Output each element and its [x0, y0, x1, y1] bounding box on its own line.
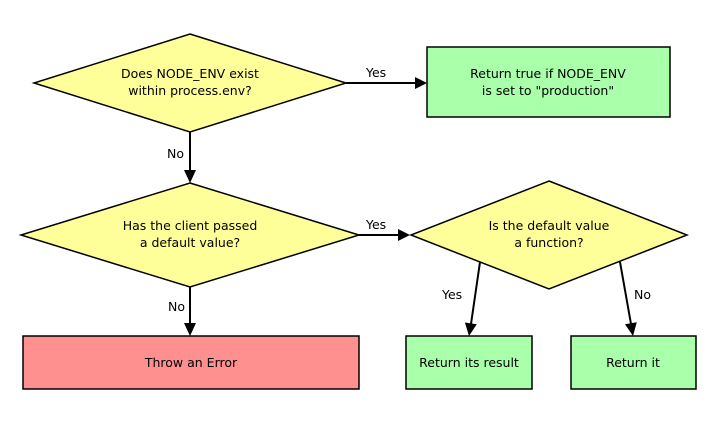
decision-node-is-function: Is the default value a function?	[408, 180, 690, 290]
result-node-throw-error-label: Throw an Error	[144, 355, 238, 370]
decision-node-default-passed-line2: a default value?	[140, 235, 240, 250]
edge-function-yes	[464, 261, 481, 336]
decision-node-env-exists-line2: within process.env?	[128, 83, 252, 98]
edge-label-default-yes: Yes	[365, 217, 386, 232]
edge-label-env-no: No	[167, 146, 184, 161]
decision-node-default-passed-line1: Has the client passed	[123, 218, 258, 233]
edge-label-function-yes: Yes	[441, 287, 462, 302]
edge-label-env-yes: Yes	[365, 65, 386, 80]
edge-default-yes	[359, 229, 410, 241]
result-node-return-result: Return its result	[405, 335, 533, 390]
result-node-return-production: Return true if NODE_ENV is set to "produ…	[426, 46, 671, 118]
decision-node-default-passed: Has the client passed a default value?	[18, 182, 362, 288]
result-node-return-production-line2: is set to "production"	[482, 83, 614, 98]
decision-node-env-exists-line1: Does NODE_ENV exist	[121, 66, 259, 81]
edge-env-yes	[346, 77, 427, 89]
result-node-return-it-label: Return it	[606, 355, 660, 370]
decision-node-env-exists: Does NODE_ENV exist within process.env?	[31, 33, 349, 133]
decision-node-is-function-line2: a function?	[514, 235, 583, 250]
result-node-throw-error: Throw an Error	[22, 335, 360, 390]
result-node-return-production-line1: Return true if NODE_ENV	[470, 66, 626, 81]
edge-label-function-no: No	[634, 287, 651, 302]
decision-node-is-function-line1: Is the default value	[489, 218, 610, 233]
result-node-return-it: Return it	[570, 335, 697, 390]
edge-label-default-no: No	[168, 299, 185, 314]
edge-env-no	[184, 132, 196, 183]
edge-function-no	[619, 261, 637, 336]
result-node-return-result-label: Return its result	[419, 355, 519, 370]
edge-default-no	[184, 287, 196, 336]
